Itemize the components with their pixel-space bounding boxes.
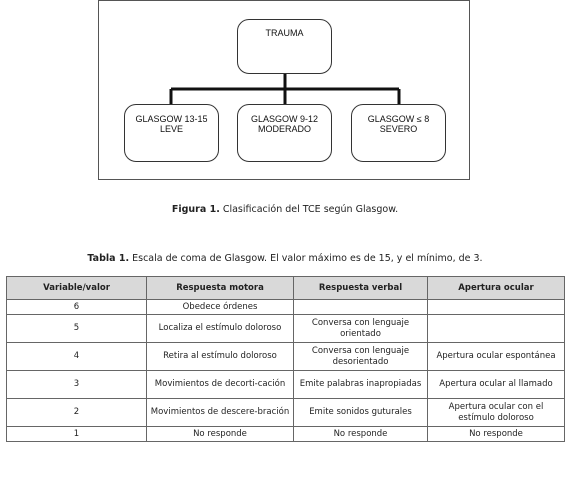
table-row: 2 Movimientos de descere-bración Emite s… bbox=[6, 398, 565, 427]
table-caption-text: Escala de coma de Glasgow. El valor máxi… bbox=[129, 253, 483, 264]
figure-caption: Figura 1. Clasificación del TCE según Gl… bbox=[0, 204, 570, 215]
cell-verbal: Emite palabras inapropiadas bbox=[293, 370, 428, 399]
header-ocular: Apertura ocular bbox=[427, 276, 565, 300]
cell-motora: No responde bbox=[146, 426, 294, 442]
node-trauma-label: TRAUMA bbox=[265, 28, 304, 38]
header-variable: Variable/valor bbox=[6, 276, 147, 300]
cell-motora: Movimientos de descere-bración bbox=[146, 398, 294, 427]
figure-caption-label: Figura 1. bbox=[171, 204, 220, 215]
cell-verbal: No responde bbox=[293, 426, 428, 442]
cell-ocular bbox=[427, 299, 565, 315]
glasgow-table-wrap: Variable/valor Respuesta motora Respuest… bbox=[6, 276, 565, 442]
node-trauma: TRAUMA bbox=[237, 19, 332, 74]
node-moderado-line2: MODERADO bbox=[257, 124, 311, 134]
header-verbal: Respuesta verbal bbox=[293, 276, 428, 300]
cell-value: 2 bbox=[6, 398, 147, 427]
glasgow-table: Variable/valor Respuesta motora Respuest… bbox=[6, 276, 565, 442]
table-caption-label: Tabla 1. bbox=[87, 253, 130, 264]
cell-motora: Retira al estímulo doloroso bbox=[146, 342, 294, 371]
table-row: 6 Obedece órdenes bbox=[6, 299, 565, 315]
node-moderado-line1: GLASGOW 9-12 bbox=[250, 114, 319, 124]
cell-verbal bbox=[293, 299, 428, 315]
cell-motora: Localiza el estímulo doloroso bbox=[146, 314, 294, 343]
table-header-row: Variable/valor Respuesta motora Respuest… bbox=[6, 276, 565, 300]
cell-value: 5 bbox=[6, 314, 147, 343]
cell-value: 4 bbox=[6, 342, 147, 371]
node-leve-line1: GLASGOW 13-15 bbox=[135, 114, 208, 124]
cell-verbal: Conversa con lenguaje desorientado bbox=[293, 342, 428, 371]
cell-verbal: Conversa con lenguaje orientado bbox=[293, 314, 428, 343]
cell-ocular: No responde bbox=[427, 426, 565, 442]
figure-frame: TRAUMA GLASGOW 13-15 LEVE GLASGOW 9-12 M… bbox=[98, 0, 470, 180]
header-motora: Respuesta motora bbox=[146, 276, 294, 300]
table-row: 1 No responde No responde No responde bbox=[6, 426, 565, 442]
node-severo-line1: GLASGOW ≤ 8 bbox=[367, 114, 430, 124]
cell-motora: Obedece órdenes bbox=[146, 299, 294, 315]
node-glasgow-moderado: GLASGOW 9-12 MODERADO bbox=[237, 104, 332, 162]
node-glasgow-severo: GLASGOW ≤ 8 SEVERO bbox=[351, 104, 446, 162]
node-severo-line2: SEVERO bbox=[379, 124, 418, 134]
tree-connectors bbox=[169, 74, 401, 104]
cell-ocular: Apertura ocular al llamado bbox=[427, 370, 565, 399]
cell-value: 1 bbox=[6, 426, 147, 442]
cell-value: 6 bbox=[6, 299, 147, 315]
table-row: 4 Retira al estímulo doloroso Conversa c… bbox=[6, 342, 565, 371]
cell-ocular: Apertura ocular con el estímulo doloroso bbox=[427, 398, 565, 427]
figure-caption-text: Clasificación del TCE según Glasgow. bbox=[219, 204, 399, 215]
cell-verbal: Emite sonidos guturales bbox=[293, 398, 428, 427]
table-row: 5 Localiza el estímulo doloroso Conversa… bbox=[6, 314, 565, 343]
cell-motora: Movimientos de decorti-cación bbox=[146, 370, 294, 399]
table-caption: Tabla 1. Escala de coma de Glasgow. El v… bbox=[0, 253, 570, 264]
cell-value: 3 bbox=[6, 370, 147, 399]
cell-ocular: Apertura ocular espontánea bbox=[427, 342, 565, 371]
node-glasgow-leve: GLASGOW 13-15 LEVE bbox=[124, 104, 219, 162]
table-row: 3 Movimientos de decorti-cación Emite pa… bbox=[6, 370, 565, 399]
cell-ocular bbox=[427, 314, 565, 343]
node-leve-line2: LEVE bbox=[159, 124, 183, 134]
